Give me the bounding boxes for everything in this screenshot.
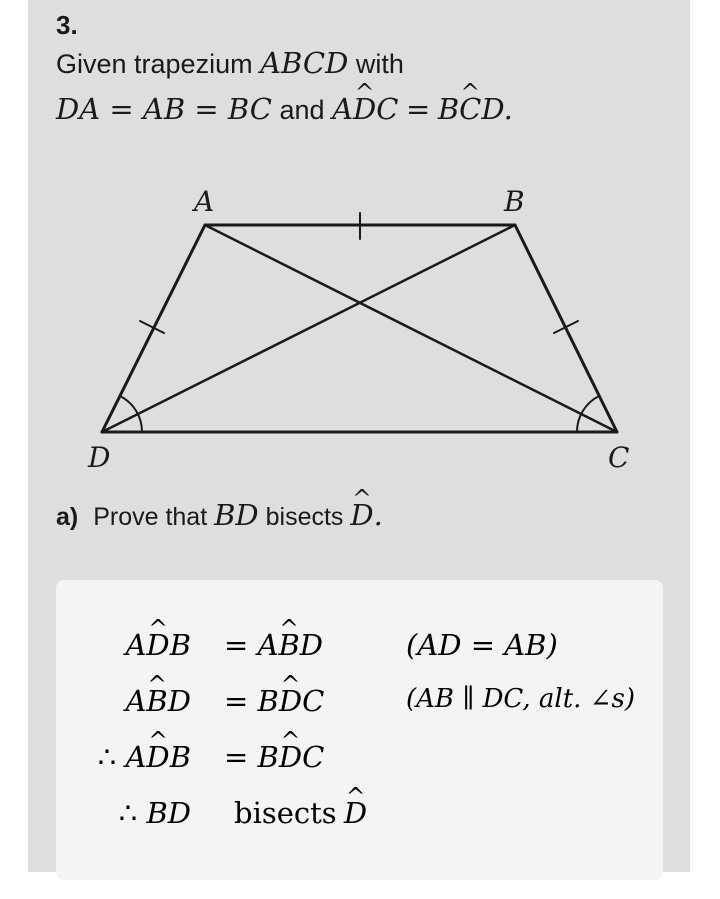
- angle-arc-d: [119, 395, 144, 433]
- condition-equal-sides: DA = AB = BC: [56, 92, 272, 126]
- given-suffix: with: [355, 49, 404, 79]
- part-a-angle: D.: [350, 498, 382, 532]
- solution-box: ADB = ABD (AD = AB) ABD = BDC (AB ∥ DC, …: [56, 580, 663, 880]
- therefore-symbol-2: ∴: [118, 796, 138, 830]
- given-prefix: Given trapezium: [56, 49, 253, 79]
- diagonal-bd: [100, 223, 517, 434]
- proof-row-1-lhs: ADB: [76, 628, 191, 662]
- given-statement-line-1: Given trapezium ABCD with: [56, 46, 404, 80]
- proof-row-1-equals: =: [224, 628, 249, 662]
- proof-row-3-rhs-b: C: [302, 740, 325, 774]
- tick-da: [139, 320, 165, 334]
- proof-row-3-lhs-vertex: D: [146, 740, 169, 774]
- conclusion-segment: BD: [146, 796, 191, 830]
- vertex-label-b: B: [503, 185, 525, 218]
- proof-row-3-lhs-a: A: [125, 740, 147, 774]
- shape-name: ABCD: [260, 46, 349, 80]
- proof-row-2-rhs: = BDC: [224, 684, 324, 718]
- part-a-angle-vertex: D: [350, 498, 373, 532]
- angle-rhs-right: D: [481, 92, 504, 126]
- proof-row-2-lhs-b: D: [167, 684, 191, 718]
- therefore-symbol-1: ∴: [97, 740, 117, 774]
- proof-row-2-lhs: ABD: [76, 684, 191, 718]
- proof-row-3-rhs: = BDC: [224, 740, 324, 774]
- vertex-label-a: A: [191, 185, 214, 218]
- proof-row-2-rhs-b: C: [302, 684, 325, 718]
- proof-row-2-equals: =: [224, 684, 249, 718]
- angle-rhs-left: B: [437, 92, 460, 126]
- part-a-text-before: Prove that: [93, 503, 208, 531]
- conclusion-word: bisects: [234, 796, 337, 830]
- part-a-segment: BD: [214, 498, 259, 532]
- part-a-period: .: [373, 498, 383, 532]
- proof-row-1-rhs: = ABD: [224, 628, 323, 662]
- proof-row-3-rhs-vertex: D: [279, 740, 302, 774]
- proof-row-3-lhs-b: B: [169, 740, 191, 774]
- angle-arc-c: [575, 395, 600, 433]
- proof-row-1-rhs-vertex: B: [278, 628, 299, 662]
- proof-row-3-rhs-a: B: [257, 740, 279, 774]
- proof-row-2-rhs-a: B: [257, 684, 279, 718]
- proof-row-2-reason: (AB ∥ DC, alt. ∠s): [406, 684, 635, 714]
- condition-angle-rhs: BCD.: [438, 92, 513, 126]
- condition-equals: =: [406, 92, 431, 126]
- vertex-label-d: D: [87, 441, 110, 474]
- question-number: 3.: [56, 10, 78, 40]
- angle-lhs-left: A: [332, 92, 354, 126]
- condition-angle-lhs: ADC: [332, 92, 398, 126]
- proof-row-1-reason: (AD = AB): [406, 628, 558, 662]
- proof-row-1-rhs-b: D: [299, 628, 324, 662]
- trapezium-diagram: A B C D: [87, 185, 629, 474]
- diagonal-ac: [203, 223, 619, 434]
- proof-conclusion-rhs: bisects D: [234, 796, 367, 831]
- angle-lhs-vertex: D: [353, 92, 376, 126]
- angle-lhs-right: C: [376, 92, 399, 126]
- tick-bc: [553, 320, 579, 334]
- proof-row-3-equals: =: [224, 740, 249, 774]
- proof-row-2-lhs-vertex: B: [146, 684, 167, 718]
- proof-row-2-lhs-a: A: [125, 684, 147, 718]
- condition-and: and: [279, 95, 325, 125]
- vertex-label-c: C: [608, 441, 629, 474]
- part-a-text-after: bisects: [265, 503, 344, 531]
- side-bc: [513, 223, 619, 434]
- part-a-label: a): [56, 503, 79, 531]
- proof-row-1-lhs-vertex: D: [146, 628, 169, 662]
- proof-row-1-rhs-a: A: [257, 628, 279, 662]
- proof-row-1-lhs-b: B: [169, 628, 191, 662]
- proof-row-1-lhs-a: A: [125, 628, 147, 662]
- conclusion-angle-vertex: D: [344, 796, 367, 830]
- proof-row-2-rhs-vertex: D: [279, 684, 302, 718]
- given-period: .: [503, 92, 513, 126]
- given-statement-line-2: DA = AB = BC and ADC = BCD.: [56, 92, 513, 126]
- angle-rhs-vertex: C: [459, 92, 481, 126]
- proof-row-3-lhs: ∴ ADB: [56, 740, 191, 774]
- proof-conclusion-lhs: ∴ BD: [76, 796, 191, 830]
- part-a-prompt: a) Prove that BD bisects D.: [56, 498, 383, 532]
